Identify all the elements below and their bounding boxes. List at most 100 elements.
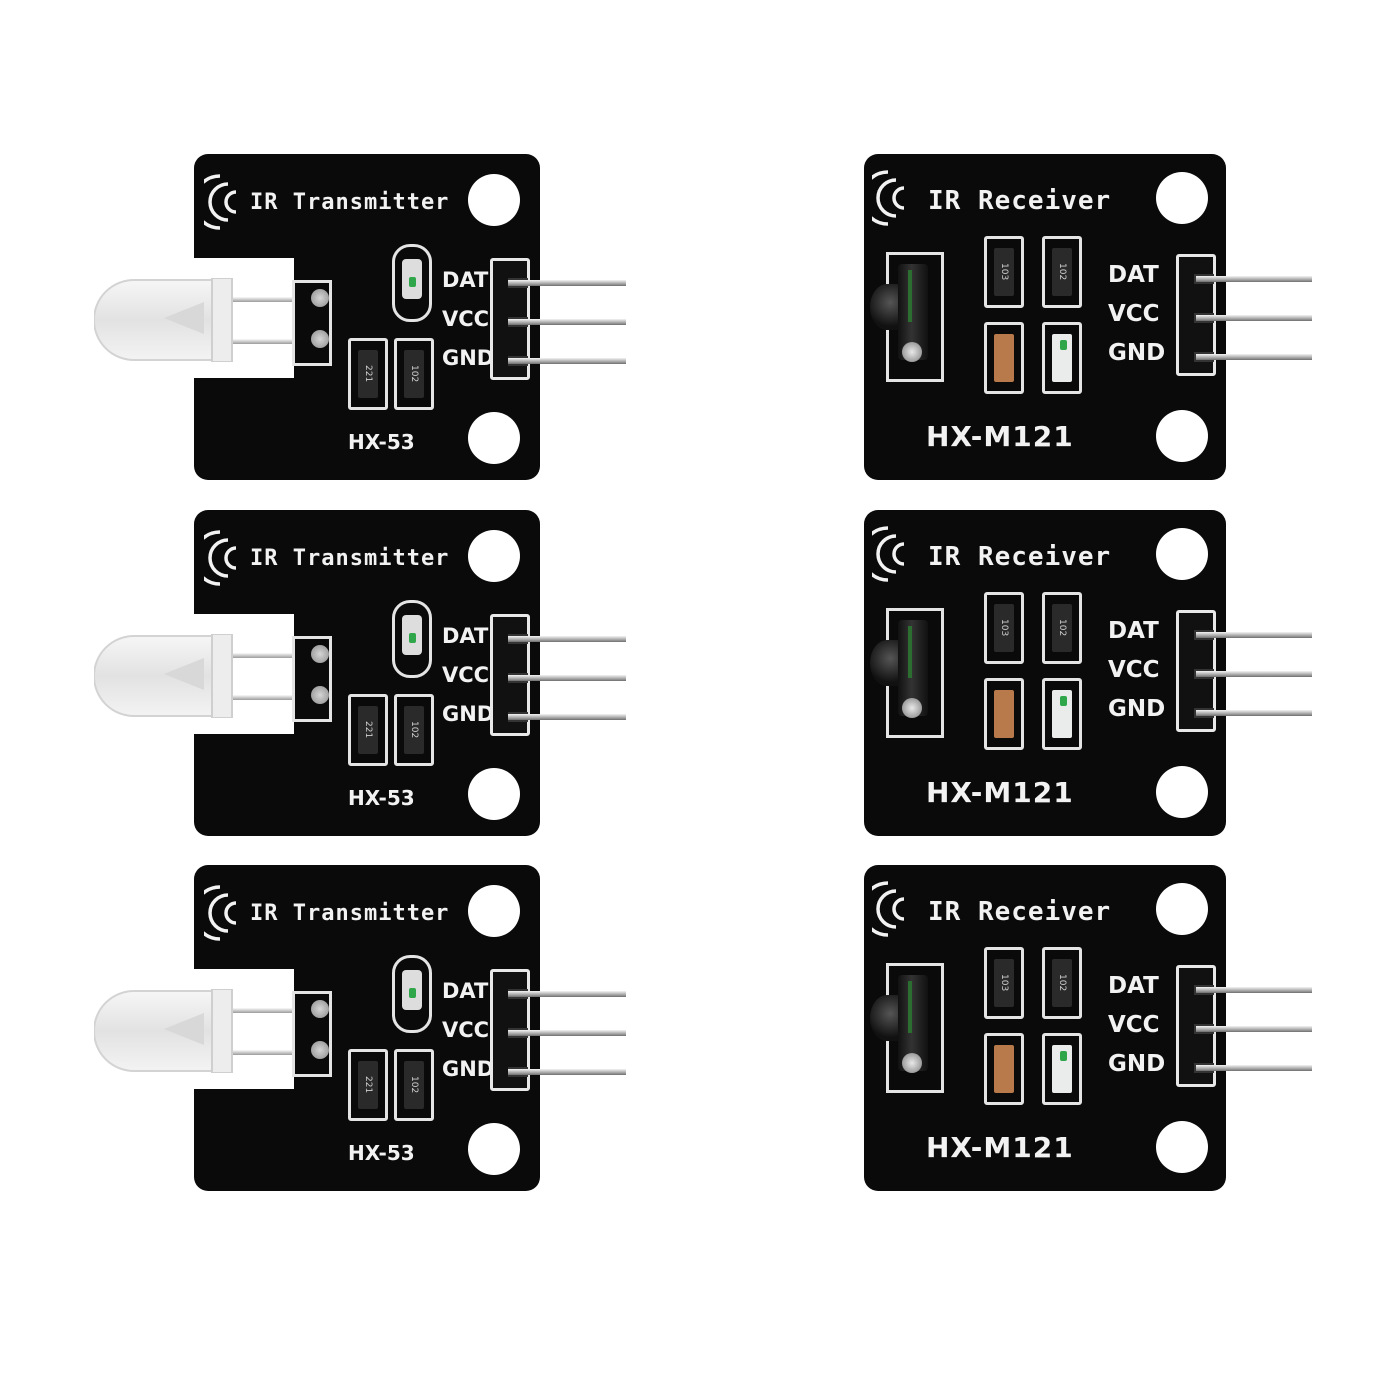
resistor-body: 103 xyxy=(994,604,1014,652)
led-lead xyxy=(224,695,328,700)
resistor-body: 221 xyxy=(358,350,378,398)
pin-label-gnd: GND xyxy=(442,702,495,726)
module-title: IR Receiver xyxy=(928,897,1112,927)
mounting-hole xyxy=(1156,766,1208,818)
cap-body xyxy=(994,690,1014,738)
mounting-hole xyxy=(1156,1121,1208,1173)
mounting-hole xyxy=(468,530,520,582)
model-number: HX-M121 xyxy=(926,420,1074,453)
model-number: HX-53 xyxy=(348,786,415,810)
model-number: HX-M121 xyxy=(926,1131,1074,1164)
mounting-hole xyxy=(468,768,520,820)
pin-label-dat: DAT xyxy=(1108,618,1159,644)
signal-waves-icon xyxy=(872,170,905,226)
resistor-component: 221 xyxy=(348,338,388,410)
mounting-hole xyxy=(1156,528,1208,580)
led-lead xyxy=(224,297,328,302)
solder-pad xyxy=(311,686,329,704)
mounting-hole xyxy=(468,174,520,226)
header-pin xyxy=(1196,710,1312,716)
receiver-lens-stripe xyxy=(908,626,912,678)
solder-pad xyxy=(311,645,329,663)
mounting-hole xyxy=(1156,410,1208,462)
indicator-led xyxy=(402,615,422,655)
solder-pad xyxy=(311,1041,329,1059)
receiver-pad xyxy=(902,342,922,362)
cap-body xyxy=(994,334,1014,382)
resistor-component: 103 xyxy=(984,236,1024,308)
resistor-component: 103 xyxy=(984,592,1024,664)
ir-led-icon xyxy=(94,634,233,718)
solder-pad xyxy=(311,330,329,348)
model-number: HX-53 xyxy=(348,430,415,454)
header-pin xyxy=(508,1030,626,1036)
pin-label-vcc: VCC xyxy=(1108,657,1160,683)
resistor-component: 102 xyxy=(1042,947,1082,1019)
header-pin xyxy=(508,991,626,997)
pin-label-gnd: GND xyxy=(442,1057,495,1081)
led-component xyxy=(1042,1033,1082,1105)
pin-label-gnd: GND xyxy=(1108,340,1166,366)
pin-label-dat: DAT xyxy=(442,268,489,292)
led-body xyxy=(1052,1045,1072,1093)
receiver-lens-stripe xyxy=(908,270,912,322)
pin-label-dat: DAT xyxy=(442,979,489,1003)
mounting-hole xyxy=(468,885,520,937)
pin-label-dat: DAT xyxy=(442,624,489,648)
header-pin xyxy=(508,714,626,720)
receiver-lens-stripe xyxy=(908,981,912,1033)
module-title: IR Receiver xyxy=(928,186,1112,216)
resistor-component: 221 xyxy=(348,694,388,766)
led-lead xyxy=(224,1008,328,1013)
header-pin xyxy=(1196,1026,1312,1032)
header-pin xyxy=(508,358,626,364)
resistor-component: 102 xyxy=(1042,592,1082,664)
ir-receiver-module: IR Receiver 103 102 DAT VCC GND HX-M121 xyxy=(864,865,1324,1195)
indicator-led-frame xyxy=(392,955,432,1033)
indicator-led-frame xyxy=(392,244,432,322)
module-title: IR Transmitter xyxy=(250,546,450,571)
indicator-led-frame xyxy=(392,600,432,678)
indicator-led xyxy=(402,970,422,1010)
resistor-component: 102 xyxy=(394,1049,434,1121)
signal-waves-icon xyxy=(204,530,237,586)
resistor-component: 102 xyxy=(394,694,434,766)
cap-component xyxy=(984,322,1024,394)
resistor-component: 102 xyxy=(1042,236,1082,308)
resistor-component: 221 xyxy=(348,1049,388,1121)
solder-pad xyxy=(311,289,329,307)
signal-waves-icon xyxy=(204,885,237,941)
pin-label-dat: DAT xyxy=(1108,973,1159,999)
mounting-hole xyxy=(468,1123,520,1175)
resistor-body: 103 xyxy=(994,959,1014,1007)
led-lead xyxy=(224,653,328,658)
resistor-body: 221 xyxy=(358,1061,378,1109)
led-component xyxy=(1042,322,1082,394)
module-title: IR Transmitter xyxy=(250,901,450,926)
header-pin xyxy=(508,1069,626,1075)
pin-label-gnd: GND xyxy=(442,346,495,370)
pin-label-vcc: VCC xyxy=(1108,1012,1160,1038)
ir-led-icon xyxy=(94,989,233,1073)
led-lead xyxy=(224,339,328,344)
module-title: IR Receiver xyxy=(928,542,1112,572)
header-pin xyxy=(1196,1065,1312,1071)
indicator-led xyxy=(402,259,422,299)
header-pin xyxy=(508,319,626,325)
led-body xyxy=(1052,334,1072,382)
cap-component xyxy=(984,1033,1024,1105)
resistor-body: 102 xyxy=(404,350,424,398)
signal-waves-icon xyxy=(204,174,237,230)
receiver-pad xyxy=(902,1053,922,1073)
ir-led-icon xyxy=(94,278,233,362)
module-title: IR Transmitter xyxy=(250,190,450,215)
pin-label-gnd: GND xyxy=(1108,1051,1166,1077)
resistor-body: 102 xyxy=(1052,248,1072,296)
mounting-hole xyxy=(468,412,520,464)
header-pin xyxy=(1196,276,1312,282)
solder-pad xyxy=(311,1000,329,1018)
